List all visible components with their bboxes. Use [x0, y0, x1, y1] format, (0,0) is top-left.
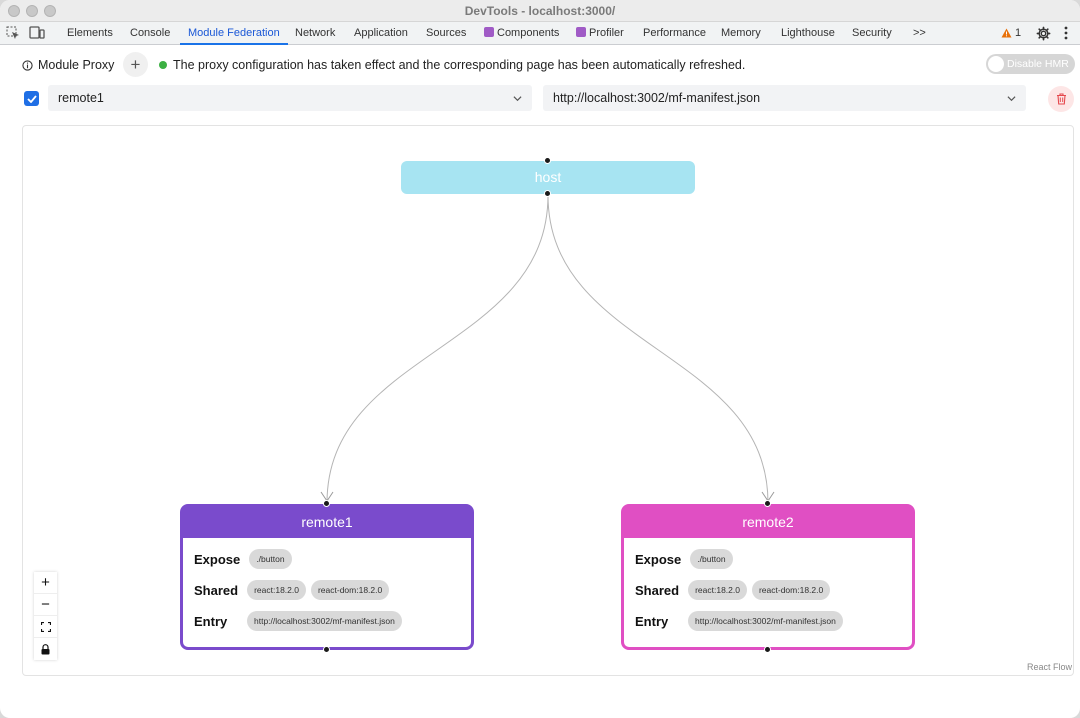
minimize-window-button[interactable]	[26, 5, 38, 17]
status-dot-icon	[159, 61, 167, 69]
remote1-entry-row: Entry http://localhost:3002/mf-manifest.…	[194, 611, 407, 631]
close-window-button[interactable]	[8, 5, 20, 17]
tab-lighthouse[interactable]: Lighthouse	[781, 27, 835, 39]
shared-label: Shared	[194, 582, 239, 598]
remote2-shared-row: Shared react:18.2.0 react-dom:18.2.0	[635, 580, 835, 600]
add-proxy-rule-button[interactable]: +	[123, 52, 148, 77]
warning-count: 1	[1015, 27, 1022, 39]
toggle-knob	[988, 56, 1004, 72]
entry-label: Entry	[635, 613, 669, 629]
tab-sources[interactable]: Sources	[426, 27, 467, 39]
edge-host-remote1	[326, 194, 549, 504]
shared-chip: react:18.2.0	[247, 580, 306, 600]
remote2-expose-row: Expose ./button	[635, 549, 738, 569]
entry-chip: http://localhost:3002/mf-manifest.json	[247, 611, 402, 631]
tab-profiler[interactable]: Profiler	[574, 22, 626, 45]
tab-network[interactable]: Network	[295, 27, 336, 39]
chevron-down-icon	[1007, 96, 1016, 102]
module-name-value: remote1	[58, 91, 104, 105]
device-toolbar-icon[interactable]	[29, 25, 45, 41]
flow-controls: + −	[34, 572, 57, 660]
tab-security[interactable]: Security	[852, 27, 892, 39]
module-name-select[interactable]: remote1	[48, 85, 532, 111]
delete-rule-button[interactable]	[1048, 86, 1074, 112]
host-target-handle[interactable]	[544, 157, 551, 164]
rule-enabled-checkbox[interactable]	[24, 91, 39, 106]
tab-components-label: Components	[497, 27, 560, 39]
zoom-in-button[interactable]: +	[34, 572, 57, 594]
react-flow-attribution[interactable]: React Flow	[1027, 662, 1073, 672]
module-proxy-heading: Module Proxy	[22, 58, 114, 72]
lock-icon	[41, 643, 50, 654]
tab-components[interactable]: Components	[482, 22, 561, 45]
lock-button[interactable]	[34, 638, 57, 660]
edge-host-remote2	[547, 194, 769, 504]
title-bar: DevTools - localhost:3000/	[0, 0, 1080, 22]
shared-label: Shared	[635, 582, 680, 598]
expose-label: Expose	[635, 551, 682, 567]
remote2-target-handle[interactable]	[764, 500, 771, 507]
zoom-window-button[interactable]	[44, 5, 56, 17]
checkmark-icon	[26, 94, 37, 103]
proxy-status: The proxy configuration has taken effect…	[159, 58, 745, 72]
more-tabs-button[interactable]: >>	[913, 27, 926, 39]
react-icon	[576, 27, 586, 37]
host-node[interactable]: host	[401, 161, 695, 194]
disable-hmr-label: Disable HMR	[1007, 58, 1069, 70]
remote1-title: remote1	[183, 507, 471, 538]
module-proxy-toolbar: Module Proxy + The proxy configuration h…	[0, 46, 1080, 84]
tab-console[interactable]: Console	[130, 27, 171, 39]
fit-view-button[interactable]	[34, 616, 57, 638]
expose-chip: ./button	[249, 549, 292, 569]
tab-memory[interactable]: Memory	[721, 27, 761, 39]
remote1-node[interactable]: remote1 Expose ./button Shared react:18.…	[180, 504, 474, 650]
remote2-node[interactable]: remote2 Expose ./button Shared react:18.…	[621, 504, 915, 650]
settings-gear-icon[interactable]	[1035, 25, 1051, 41]
proxy-status-text: The proxy configuration has taken effect…	[173, 58, 746, 72]
proxy-rule-row: remote1 http://localhost:3002/mf-manifes…	[0, 84, 1080, 114]
remote1-shared-row: Shared react:18.2.0 react-dom:18.2.0	[194, 580, 394, 600]
remote2-entry-row: Entry http://localhost:3002/mf-manifest.…	[635, 611, 848, 631]
zoom-out-button[interactable]: −	[34, 594, 57, 616]
shared-chip: react-dom:18.2.0	[751, 580, 831, 600]
fit-view-icon	[40, 621, 51, 632]
shared-chip: react-dom:18.2.0	[310, 580, 390, 600]
entry-chip: http://localhost:3002/mf-manifest.json	[688, 611, 843, 631]
warning-icon	[1001, 28, 1012, 38]
tab-elements[interactable]: Elements	[67, 27, 113, 39]
remote1-target-handle[interactable]	[323, 500, 330, 507]
entry-label: Entry	[194, 613, 228, 629]
trash-icon	[1056, 93, 1066, 105]
tab-application[interactable]: Application	[354, 27, 408, 39]
module-proxy-label: Module Proxy	[38, 58, 115, 72]
expose-chip: ./button	[690, 549, 733, 569]
remote1-source-handle[interactable]	[323, 646, 330, 653]
inspect-element-icon[interactable]	[5, 25, 21, 41]
expose-label: Expose	[194, 551, 241, 567]
shared-chip: react:18.2.0	[688, 580, 747, 600]
warnings-indicator[interactable]: 1	[1001, 27, 1021, 39]
remote2-source-handle[interactable]	[764, 646, 771, 653]
window-title: DevTools - localhost:3000/	[464, 4, 616, 18]
disable-hmr-toggle[interactable]: Disable HMR	[986, 54, 1075, 74]
tab-performance[interactable]: Performance	[643, 27, 706, 39]
react-icon	[484, 27, 494, 37]
tab-module-federation[interactable]: Module Federation	[180, 22, 288, 45]
devtools-tab-bar: Elements Console Module Federation Netwo…	[0, 22, 1080, 45]
module-url-value: http://localhost:3002/mf-manifest.json	[553, 91, 761, 105]
remote1-expose-row: Expose ./button	[194, 549, 297, 569]
chevron-down-icon	[513, 96, 522, 102]
remote2-title: remote2	[624, 507, 912, 538]
host-source-handle[interactable]	[544, 190, 551, 197]
more-options-icon[interactable]	[1058, 25, 1074, 41]
info-icon	[22, 59, 33, 71]
module-url-select[interactable]: http://localhost:3002/mf-manifest.json	[543, 85, 1026, 111]
tab-profiler-label: Profiler	[589, 27, 624, 39]
